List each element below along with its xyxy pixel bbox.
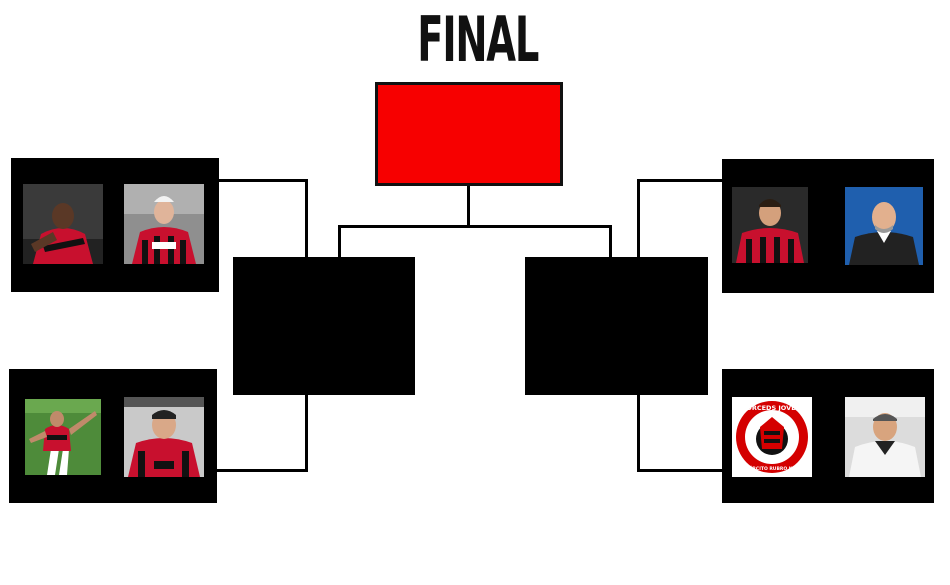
fan-club-crest-7[interactable]: TORCEDS JOVEM O EXÉRCITO RUBRO NEGRO	[732, 397, 812, 477]
player-photo-1[interactable]	[23, 184, 103, 264]
connector-right-top-h	[637, 179, 723, 182]
player-photo-4[interactable]	[124, 397, 204, 477]
connector-right-bottom-v	[637, 395, 640, 471]
match-left-bottom	[9, 369, 217, 503]
connector-final-down	[467, 186, 470, 228]
match-left-top	[11, 158, 219, 292]
final-slot[interactable]	[375, 82, 563, 186]
connector-final-horizontal	[338, 225, 612, 228]
connector-right-bottom-h	[637, 469, 723, 472]
match-right-bottom: TORCEDS JOVEM O EXÉRCITO RUBRO NEGRO	[722, 369, 934, 503]
connector-right-top-v	[637, 179, 640, 258]
connector-left-bottom-v	[305, 395, 308, 471]
semifinal-slot-left[interactable]	[233, 257, 415, 395]
connector-final-right-drop	[609, 225, 612, 258]
player-photo-5[interactable]	[732, 187, 808, 263]
match-right-top	[722, 159, 934, 293]
connector-left-bottom-h	[217, 469, 308, 472]
connector-left-top-h	[219, 179, 307, 182]
player-photo-2[interactable]	[124, 184, 204, 264]
coach-photo-6[interactable]	[845, 187, 923, 265]
crest-text-bottom: O EXÉRCITO RUBRO NEGRO	[737, 464, 806, 472]
connector-final-left-drop	[338, 225, 341, 258]
connector-left-top-v	[305, 179, 308, 258]
semifinal-slot-right[interactable]	[525, 257, 708, 395]
crest-text-top: TORCEDS JOVEM	[742, 404, 802, 412]
executive-photo-8[interactable]	[845, 397, 925, 477]
player-photo-3[interactable]	[25, 399, 101, 475]
final-title: FINAL	[417, 3, 539, 76]
